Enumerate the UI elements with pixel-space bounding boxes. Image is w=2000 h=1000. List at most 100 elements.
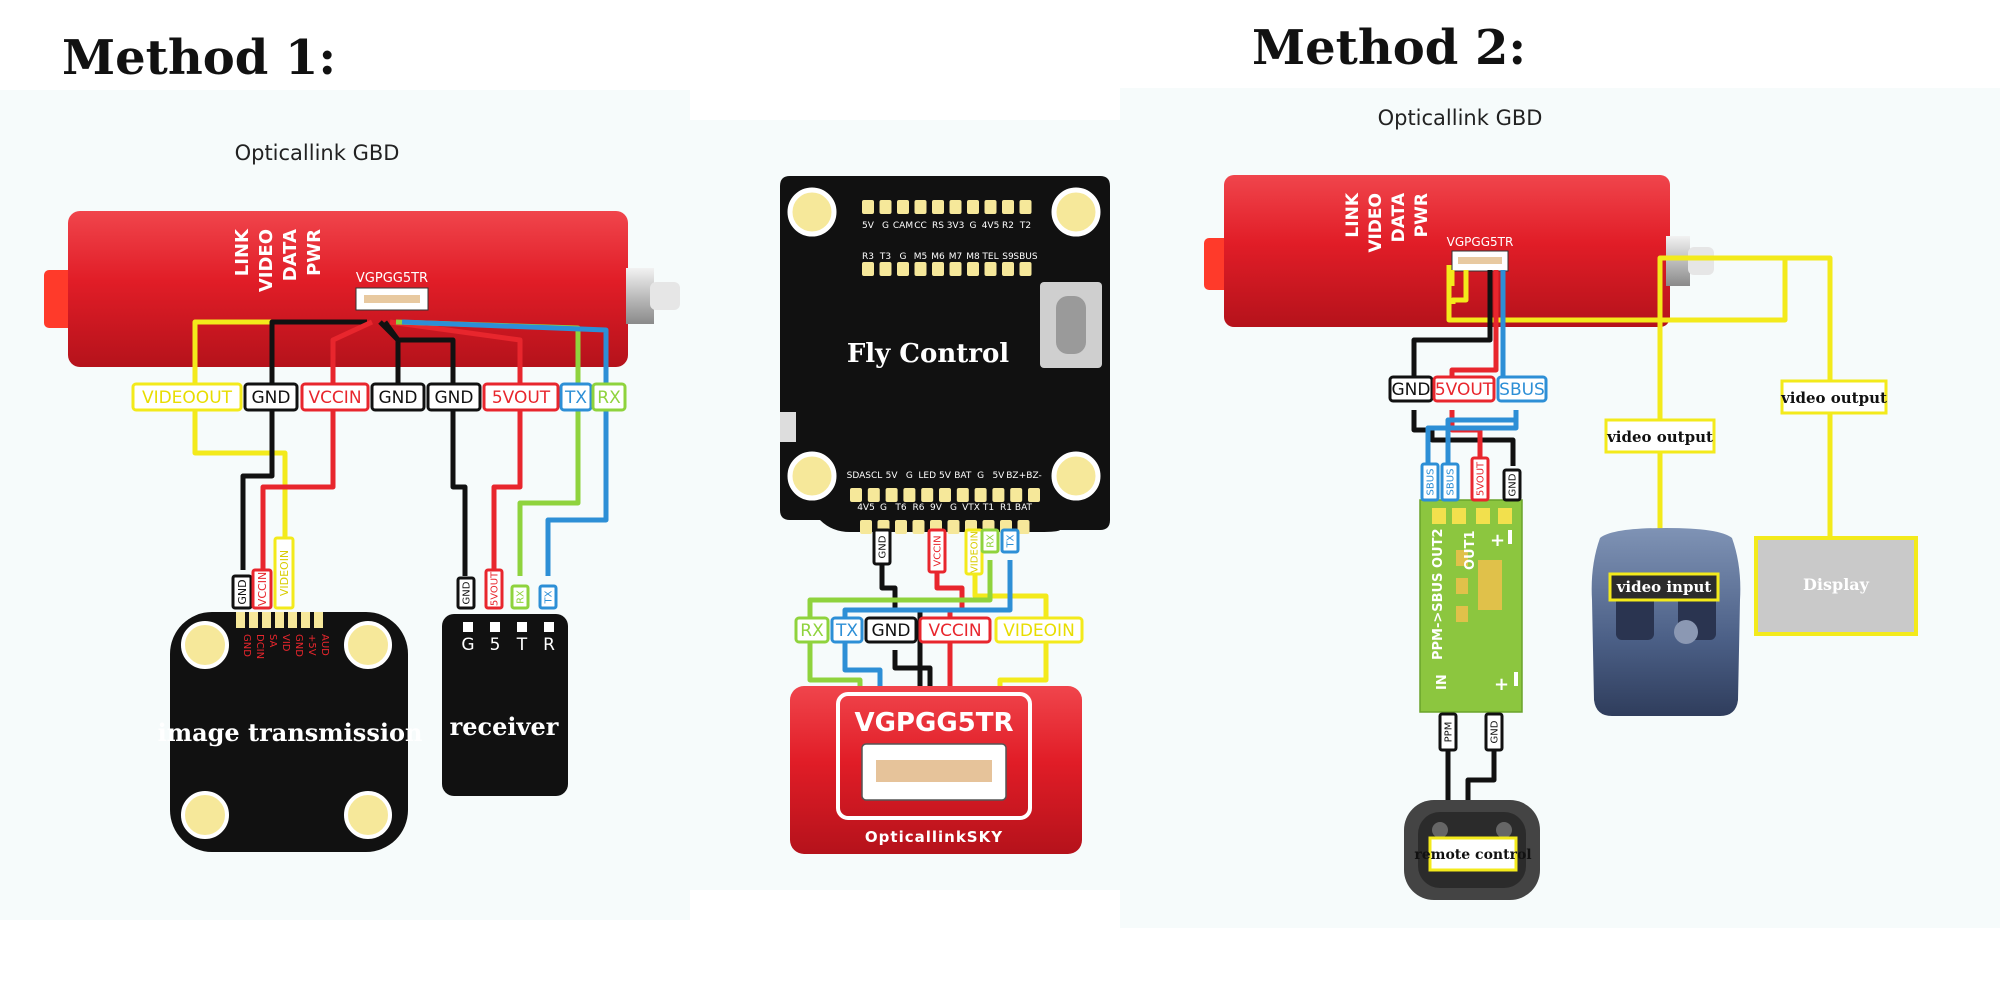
fc-pin-1-text: TX	[835, 621, 858, 641]
panel-text-video: VIDEO	[256, 229, 277, 292]
device-body	[68, 211, 628, 367]
conv-tag-3: GND	[1502, 468, 1522, 502]
pad	[1432, 508, 1446, 524]
video-output-text: video output	[1780, 389, 1887, 407]
wire-gnd	[1411, 270, 1493, 388]
conv-tag-2: 5VOUT	[1470, 456, 1490, 502]
conv-tag-3-text: GND	[1508, 473, 1519, 496]
fc-pad-label: T2	[1019, 221, 1031, 231]
fc-pad	[1010, 488, 1023, 502]
rx-pin-pad	[517, 622, 527, 632]
m1-pin-tx-6-box	[559, 382, 593, 412]
fc-pad-label: CC	[914, 221, 927, 231]
wire-video-to-display	[1446, 255, 1833, 388]
fc-mount-hole	[787, 451, 837, 501]
receiver-label: receiver	[450, 712, 559, 741]
fc-pin-2-text: GND	[872, 621, 911, 641]
component	[1456, 550, 1468, 566]
fc-pin-3-text: VCCIN	[928, 621, 981, 641]
m2-pin-0: GND	[1388, 375, 1434, 403]
fc-tag-1-text: VCCIN	[933, 535, 944, 566]
imgtx-pad-label: GND	[293, 634, 304, 657]
opticallink-gbd-device-1: LINK VIDEO DATA PWR VGPGG5TR	[44, 211, 680, 367]
m1-pin-rx-7: RX	[591, 382, 627, 412]
m1-pin-gnd-4-text: GND	[435, 388, 474, 408]
image-tx-label: image transmission	[158, 718, 423, 747]
bot-tag-0-text: PPM	[1444, 722, 1455, 743]
panel-text-link: LINK	[232, 228, 253, 276]
fc-pad-label: G	[977, 471, 984, 481]
fc-pad-label: R3	[862, 252, 874, 262]
fc-pad-label: 4V5	[982, 221, 1000, 231]
imgtx-pad	[262, 612, 271, 628]
m2-pin-2-box	[1496, 375, 1548, 403]
video-output-text: video output	[1606, 428, 1713, 446]
method1-device-label: Opticallink GBD	[235, 141, 400, 165]
m1-pin-gnd-1-text: GND	[252, 388, 291, 408]
fc-pad	[956, 488, 969, 502]
method1-title: Method 1:	[62, 30, 336, 86]
m1-pin-videoout-0: VIDEOOUT	[131, 382, 243, 412]
m1-pin-5vout-5-box	[482, 382, 560, 412]
fc-tag-1-box	[927, 528, 947, 574]
ppm-sbus-converter: PPM->SBUS OUT2 OUT1 IN + +	[1419, 499, 1523, 713]
fc-pin-0: RX	[794, 616, 830, 644]
wire-videoout	[192, 319, 362, 570]
fc-tag-3-box	[980, 528, 1000, 554]
fc-pad	[967, 200, 979, 214]
rx-tag-2-box	[510, 584, 530, 610]
fc-pin-2-box	[864, 616, 918, 644]
m1-pin-rx-7-text: RX	[597, 388, 621, 408]
m2-pin-2: SBUS	[1496, 375, 1548, 403]
conv-tag-0-text: SBUS	[1426, 469, 1437, 496]
fc-pad	[895, 520, 907, 534]
wire-video-stub	[1450, 270, 1469, 304]
fc-pad-label: 5V	[992, 471, 1005, 481]
converter-body	[1419, 499, 1523, 713]
fc-tag-0-text: GND	[878, 535, 889, 558]
rx-tag-0-box	[456, 576, 476, 610]
imgtx-pad-label: AUD	[319, 634, 330, 656]
panel-text-video: VIDEO	[1366, 193, 1386, 253]
m1-pin-gnd-1-box	[243, 382, 299, 412]
fc-pad	[947, 520, 960, 534]
conv-tag-1-text: SBUS	[1446, 469, 1457, 496]
remote-knob	[1496, 822, 1512, 838]
rx-pin-label: G	[461, 635, 474, 655]
opticallink-sky-module: VGPGG5TR OpticallinkSKY	[790, 686, 1082, 854]
wire-gnd-3	[382, 320, 468, 576]
fc-pad	[1002, 200, 1014, 214]
rx-pin-pad	[463, 622, 473, 632]
rx-tag-2: RX	[510, 584, 530, 610]
wire-gnd-1	[240, 319, 367, 570]
conv-tag-3-box	[1502, 468, 1522, 502]
fc-pad-label: G	[970, 221, 977, 231]
fc-pad	[932, 262, 944, 276]
fc-pad-label: M5	[914, 252, 928, 262]
fc-pad	[879, 262, 892, 276]
method1-wires	[192, 319, 609, 576]
fc-pin-3: VCCIN	[918, 616, 992, 644]
minus-sign	[1514, 672, 1518, 686]
sky-connector-label: VGPGG5TR	[854, 708, 1013, 738]
pad	[1498, 508, 1512, 524]
fc-pad-label: BAT	[954, 471, 972, 481]
fc-pad-label: SDA	[847, 471, 866, 481]
fc-pad	[867, 488, 880, 502]
device-body	[1224, 175, 1670, 327]
imgtx-tag-1-text: VCCIN	[256, 572, 269, 606]
imgtx-pad	[236, 612, 245, 628]
rx-tag-1: 5VOUT	[484, 568, 504, 610]
fc-pin-1: TX	[830, 616, 864, 644]
rx-tag-3-text: TX	[544, 590, 555, 604]
fc-tag-4: TX	[1000, 528, 1020, 554]
m1-pin-gnd-3-text: GND	[379, 388, 418, 408]
fc-pin-1-box	[830, 616, 864, 644]
fc-pad-label: M6	[931, 252, 945, 262]
fc-pad	[921, 488, 934, 502]
fc-pad	[914, 262, 927, 276]
